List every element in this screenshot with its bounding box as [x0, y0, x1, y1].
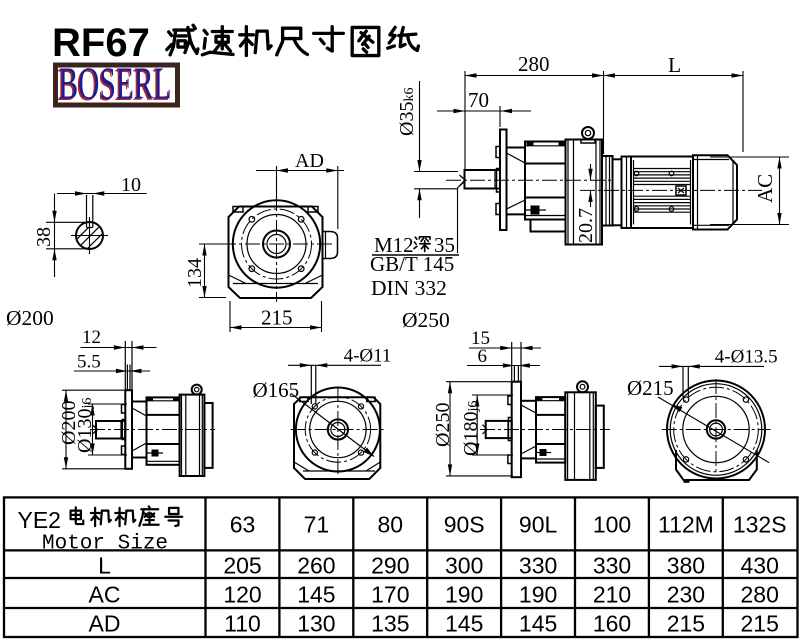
- svg-text:4-Ø13.5: 4-Ø13.5: [715, 347, 778, 368]
- svg-text:AC: AC: [753, 174, 777, 203]
- svg-text:BOSERL: BOSERL: [57, 59, 170, 110]
- svg-text:Motor Size: Motor Size: [42, 533, 168, 556]
- svg-text:4-Ø11: 4-Ø11: [344, 346, 392, 367]
- svg-text:170: 170: [371, 582, 409, 608]
- svg-text:132S: 132S: [733, 512, 787, 538]
- svg-text:70: 70: [468, 88, 489, 112]
- svg-text:12: 12: [82, 327, 101, 348]
- svg-text:Ø130j6: Ø130j6: [74, 398, 96, 453]
- svg-text:Ø200: Ø200: [6, 306, 54, 330]
- svg-text:134: 134: [184, 258, 206, 288]
- svg-text:71: 71: [304, 512, 330, 538]
- svg-text:AC: AC: [89, 582, 121, 608]
- svg-text:215: 215: [261, 306, 293, 330]
- svg-text:5.5: 5.5: [77, 352, 101, 373]
- svg-text:290: 290: [371, 553, 409, 579]
- svg-text:210: 210: [593, 582, 631, 608]
- svg-text:DIN 332: DIN 332: [371, 276, 447, 300]
- svg-text:110: 110: [224, 611, 261, 637]
- svg-text:160: 160: [593, 611, 631, 637]
- svg-text:RF67: RF67: [52, 21, 150, 65]
- svg-text:Ø180j6: Ø180j6: [460, 401, 482, 456]
- svg-text:260: 260: [297, 553, 335, 579]
- svg-text:AD: AD: [295, 150, 324, 172]
- svg-text:Ø250: Ø250: [432, 403, 454, 447]
- svg-text:YE2: YE2: [18, 507, 61, 533]
- svg-text:80: 80: [378, 512, 404, 538]
- svg-text:Ø165: Ø165: [253, 378, 300, 402]
- svg-text:GB/T 145: GB/T 145: [370, 252, 454, 276]
- svg-text:AD: AD: [89, 611, 121, 637]
- svg-text:300: 300: [445, 553, 483, 579]
- svg-text:6: 6: [478, 346, 488, 367]
- svg-text:215: 215: [741, 611, 779, 637]
- svg-text:145: 145: [297, 582, 335, 608]
- svg-text:280: 280: [518, 52, 550, 76]
- svg-text:63: 63: [230, 512, 256, 538]
- svg-text:130: 130: [297, 611, 335, 637]
- svg-text:120: 120: [223, 582, 261, 608]
- svg-text:L: L: [668, 53, 681, 77]
- svg-text:215: 215: [667, 611, 705, 637]
- svg-text:L: L: [98, 553, 111, 579]
- svg-text:205: 205: [223, 553, 261, 579]
- svg-text:20.7: 20.7: [575, 208, 597, 243]
- svg-text:280: 280: [741, 582, 779, 608]
- svg-text:330: 330: [519, 553, 557, 579]
- svg-text:Ø35k6: Ø35k6: [396, 88, 418, 136]
- svg-text:145: 145: [519, 611, 557, 637]
- svg-text:380: 380: [667, 553, 705, 579]
- svg-text:100: 100: [593, 512, 631, 538]
- svg-text:10: 10: [121, 174, 141, 196]
- svg-text:90S: 90S: [444, 512, 485, 538]
- svg-text:Ø250: Ø250: [402, 308, 450, 332]
- svg-text:35: 35: [434, 233, 455, 257]
- svg-text:330: 330: [593, 553, 631, 579]
- svg-text:430: 430: [741, 553, 779, 579]
- svg-text:112M: 112M: [658, 512, 714, 538]
- svg-text:190: 190: [519, 582, 557, 608]
- svg-text:135: 135: [371, 611, 409, 637]
- svg-text:Ø200: Ø200: [58, 401, 80, 445]
- svg-text:Ø215: Ø215: [627, 376, 674, 400]
- svg-text:90L: 90L: [519, 512, 558, 538]
- svg-text:230: 230: [667, 582, 705, 608]
- svg-text:M12: M12: [374, 233, 414, 257]
- svg-text:BOSERL: BOSERL: [59, 58, 172, 109]
- svg-text:15: 15: [471, 328, 490, 349]
- svg-text:38: 38: [33, 227, 55, 247]
- svg-text:190: 190: [445, 582, 483, 608]
- svg-text:145: 145: [445, 611, 483, 637]
